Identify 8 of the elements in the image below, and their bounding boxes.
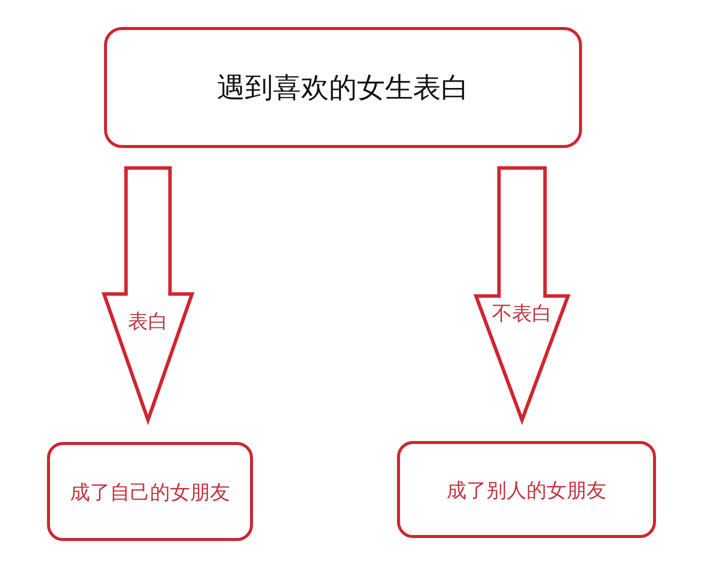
box-text: 成了自己的女朋友 — [70, 480, 230, 504]
box-text: 遇到喜欢的女生表白 — [217, 70, 469, 104]
block-arrow — [102, 166, 194, 426]
block-arrow — [473, 166, 571, 426]
box-text: 成了别人的女朋友 — [446, 478, 606, 502]
process-box — [104, 27, 582, 148]
result-box — [397, 441, 656, 538]
result-box — [47, 442, 253, 541]
